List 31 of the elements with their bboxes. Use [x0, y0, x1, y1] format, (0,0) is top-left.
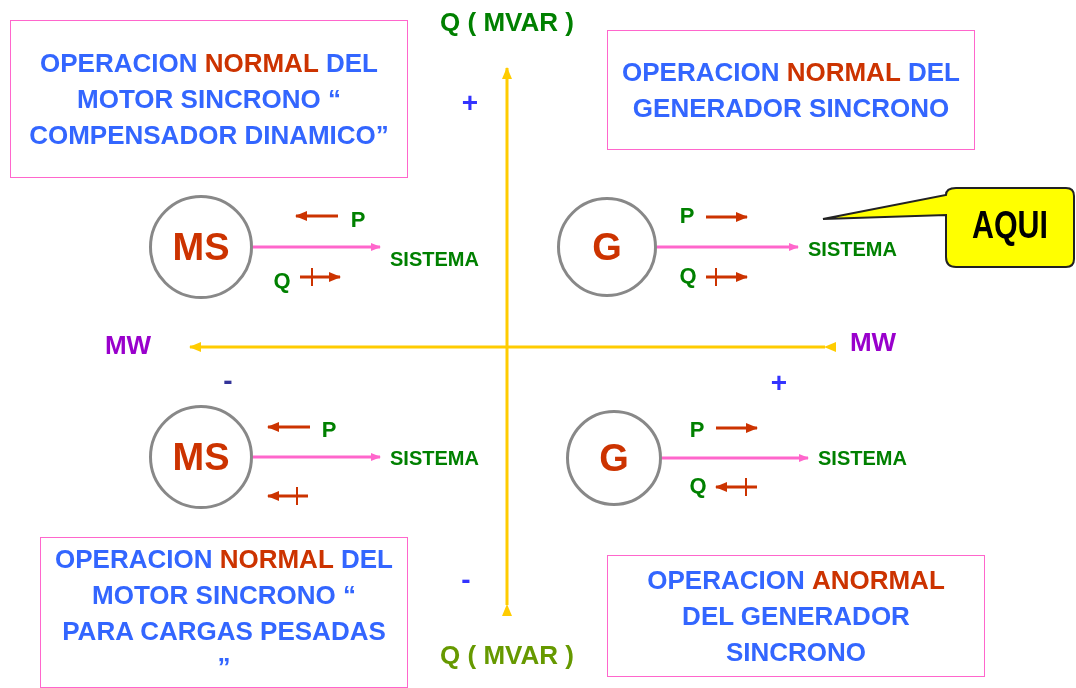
power-label: Q [679, 263, 697, 289]
machine-circle: MS [149, 405, 253, 509]
system-label: SISTEMA [818, 447, 907, 469]
system-label: SISTEMA [808, 238, 897, 260]
machine-circle: G [557, 197, 657, 297]
system-label: SISTEMA [390, 447, 479, 469]
text-box: OPERACION NORMAL DEL MOTOR SINCRONO “ COMPENSADOR DINAMICO” [10, 20, 408, 178]
power-label: Q [689, 473, 707, 499]
sign-label: - [461, 564, 471, 596]
arrow [253, 243, 381, 251]
arrow [662, 454, 809, 462]
arrow [657, 243, 799, 251]
machine-circle: MS [149, 195, 253, 299]
text-box: OPERACION NORMAL DEL MOTOR SINCRONO “ PARA CARGAS PESADAS ” [40, 537, 408, 688]
power-label: P [689, 417, 705, 443]
power-label: Q [273, 268, 291, 294]
text-box: OPERACION ANORMAL DEL GENERADOR SINCRONO [607, 555, 985, 677]
sign-label: - [223, 365, 233, 397]
sign-label: + [461, 87, 479, 119]
axis-label: Q ( MVAR ) [440, 639, 574, 671]
machine-circle: G [566, 410, 662, 506]
axis-label: MW [104, 329, 152, 361]
axis-label: Q ( MVAR ) [440, 6, 574, 38]
sign-label: + [770, 367, 788, 399]
power-label: P [350, 207, 366, 233]
text-box: OPERACION NORMAL DEL GENERADOR SINCRONO [607, 30, 975, 150]
power-label: P [679, 203, 695, 229]
power-label: P [321, 417, 337, 443]
arrow [253, 453, 381, 461]
axis-label: MW [849, 326, 897, 358]
system-label: SISTEMA [390, 248, 479, 270]
